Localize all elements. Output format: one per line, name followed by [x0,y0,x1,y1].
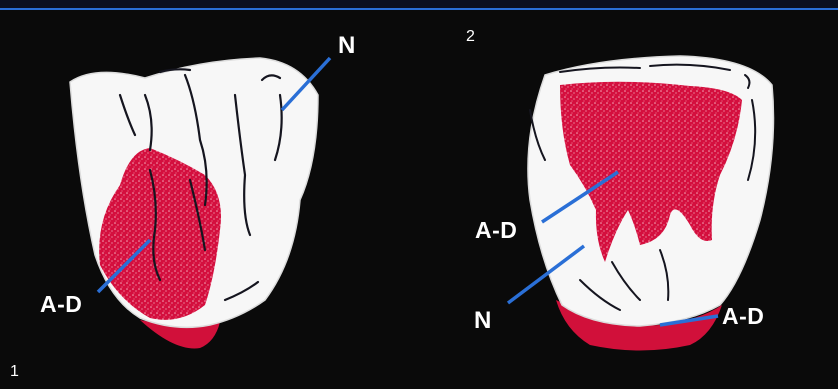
panel-number-2: 2 [466,28,475,46]
label-n-panel1: N [338,32,356,60]
label-ad-center-panel2: A-D [475,217,517,244]
tooth-1 [70,58,330,348]
label-ad-panel1: A-D [40,291,82,318]
label-ad-bottom-panel2: A-D [722,303,764,330]
label-n-panel2: N [474,307,492,335]
panel-number-1: 1 [10,363,19,381]
